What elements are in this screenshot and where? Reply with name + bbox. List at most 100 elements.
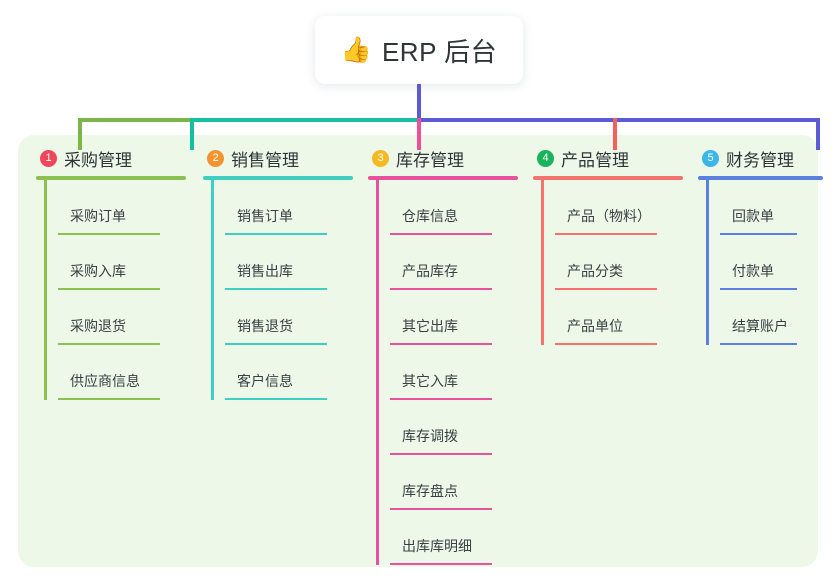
- leaf-item-underline: [390, 233, 492, 235]
- leaf-item[interactable]: 产品库存: [390, 235, 518, 290]
- leaf-item[interactable]: 库存调拨: [390, 400, 518, 455]
- root-node-label: ERP 后台: [381, 36, 498, 67]
- branch-badge-1: 1: [40, 149, 57, 167]
- leaf-item[interactable]: 仓库信息: [390, 180, 518, 235]
- leaf-item[interactable]: 产品分类: [555, 235, 683, 290]
- leaf-item[interactable]: 其它入库: [390, 345, 518, 400]
- trunk-segment-blue: [417, 118, 820, 122]
- leaf-item-label: 付款单: [732, 263, 774, 279]
- branch-spine-4: [541, 180, 544, 345]
- branch-underline-5: [698, 176, 823, 180]
- trunk-segment-teal: [190, 118, 419, 122]
- branch-underline-3: [368, 176, 518, 180]
- branch-underline-2: [203, 176, 353, 180]
- leaf-item[interactable]: 客户信息: [225, 345, 353, 400]
- leaf-item-label: 采购退货: [70, 318, 126, 334]
- leaf-item-underline: [555, 288, 657, 290]
- trunk-stem: [417, 84, 421, 120]
- leaf-item[interactable]: 结算账户: [720, 290, 823, 345]
- leaf-item-underline: [58, 233, 160, 235]
- leaf-item-label: 销售出库: [237, 263, 293, 279]
- leaf-item[interactable]: 库存盘点: [390, 455, 518, 510]
- branch-header-5[interactable]: 5 财务管理: [698, 145, 823, 171]
- leaf-item[interactable]: 付款单: [720, 235, 823, 290]
- leaf-item-label: 其它出库: [402, 318, 458, 334]
- branch-spine-3: [376, 180, 379, 565]
- leaf-item-label: 客户信息: [237, 373, 293, 389]
- leaf-item-label: 出库库明细: [402, 538, 472, 554]
- leaf-item-underline: [720, 343, 797, 345]
- branch-spine-2: [211, 180, 214, 400]
- branch-title-2: 销售管理: [231, 150, 299, 170]
- diagram-background-panel: [18, 135, 818, 567]
- drop-line-column-3: [417, 118, 421, 150]
- leaf-item[interactable]: 出库库明细: [390, 510, 518, 565]
- leaf-item-underline: [225, 398, 327, 400]
- leaf-item[interactable]: 其它出库: [390, 290, 518, 345]
- branch-title-5: 财务管理: [726, 150, 794, 170]
- branch-items-3: 仓库信息产品库存其它出库其它入库库存调拨库存盘点出库库明细: [368, 180, 518, 565]
- leaf-item[interactable]: 采购退货: [58, 290, 186, 345]
- branch-badge-5: 5: [702, 149, 719, 167]
- leaf-item-label: 库存盘点: [402, 483, 458, 499]
- leaf-item-underline: [390, 508, 492, 510]
- leaf-item-underline: [58, 288, 160, 290]
- leaf-item-label: 仓库信息: [402, 208, 458, 224]
- branch-spine-1: [44, 180, 47, 400]
- branch-badge-3: 3: [372, 149, 389, 167]
- branch-column-4: 4 产品管理产品（物料） 产品分类产品单位: [533, 145, 683, 345]
- leaf-item[interactable]: 采购入库: [58, 235, 186, 290]
- leaf-item-underline: [225, 343, 327, 345]
- leaf-item-underline: [58, 343, 160, 345]
- branch-badge-2: 2: [207, 149, 224, 167]
- leaf-item-underline: [225, 233, 327, 235]
- leaf-item-underline: [555, 343, 657, 345]
- leaf-item-label: 销售订单: [237, 208, 293, 224]
- leaf-item-label: 采购入库: [70, 263, 126, 279]
- drop-line-column-5: [816, 118, 820, 150]
- branch-header-4[interactable]: 4 产品管理: [533, 145, 683, 171]
- thumbs-up-icon: 👍: [340, 35, 372, 64]
- leaf-item-underline: [390, 398, 492, 400]
- leaf-item-underline: [225, 288, 327, 290]
- leaf-item-underline: [58, 398, 160, 400]
- leaf-item-label: 产品（物料）: [567, 208, 651, 224]
- leaf-item-label: 供应商信息: [70, 373, 140, 389]
- branch-badge-4: 4: [537, 149, 554, 167]
- branch-title-4: 产品管理: [561, 150, 629, 170]
- branch-underline-4: [533, 176, 683, 180]
- leaf-item[interactable]: 采购订单: [58, 180, 186, 235]
- branch-items-2: 销售订单销售出库销售退货客户信息: [203, 180, 353, 400]
- leaf-item[interactable]: 销售退货: [225, 290, 353, 345]
- leaf-item[interactable]: 销售出库: [225, 235, 353, 290]
- leaf-item-label: 库存调拨: [402, 428, 458, 444]
- leaf-item-label: 采购订单: [70, 208, 126, 224]
- leaf-item-underline: [390, 343, 492, 345]
- drop-line-column-1: [78, 118, 82, 150]
- leaf-item-label: 销售退货: [237, 318, 293, 334]
- leaf-item-label: 产品单位: [567, 318, 623, 334]
- leaf-item[interactable]: 产品（物料）: [555, 180, 683, 235]
- leaf-item-underline: [555, 233, 657, 235]
- branch-underline-1: [36, 176, 186, 180]
- leaf-item-label: 回款单: [732, 208, 774, 224]
- leaf-item-underline: [720, 233, 797, 235]
- leaf-item[interactable]: 供应商信息: [58, 345, 186, 400]
- leaf-item[interactable]: 产品单位: [555, 290, 683, 345]
- trunk-segment-green: [78, 118, 192, 122]
- leaf-item-label: 其它入库: [402, 373, 458, 389]
- branch-items-4: 产品（物料） 产品分类产品单位: [533, 180, 683, 345]
- drop-line-column-4: [613, 118, 617, 150]
- branch-header-2[interactable]: 2 销售管理: [203, 145, 353, 171]
- leaf-item-underline: [720, 288, 797, 290]
- leaf-item[interactable]: 销售订单: [225, 180, 353, 235]
- leaf-item-label: 产品库存: [402, 263, 458, 279]
- root-node[interactable]: 👍 ERP 后台: [315, 16, 523, 84]
- leaf-item[interactable]: 回款单: [720, 180, 823, 235]
- leaf-item-underline: [390, 288, 492, 290]
